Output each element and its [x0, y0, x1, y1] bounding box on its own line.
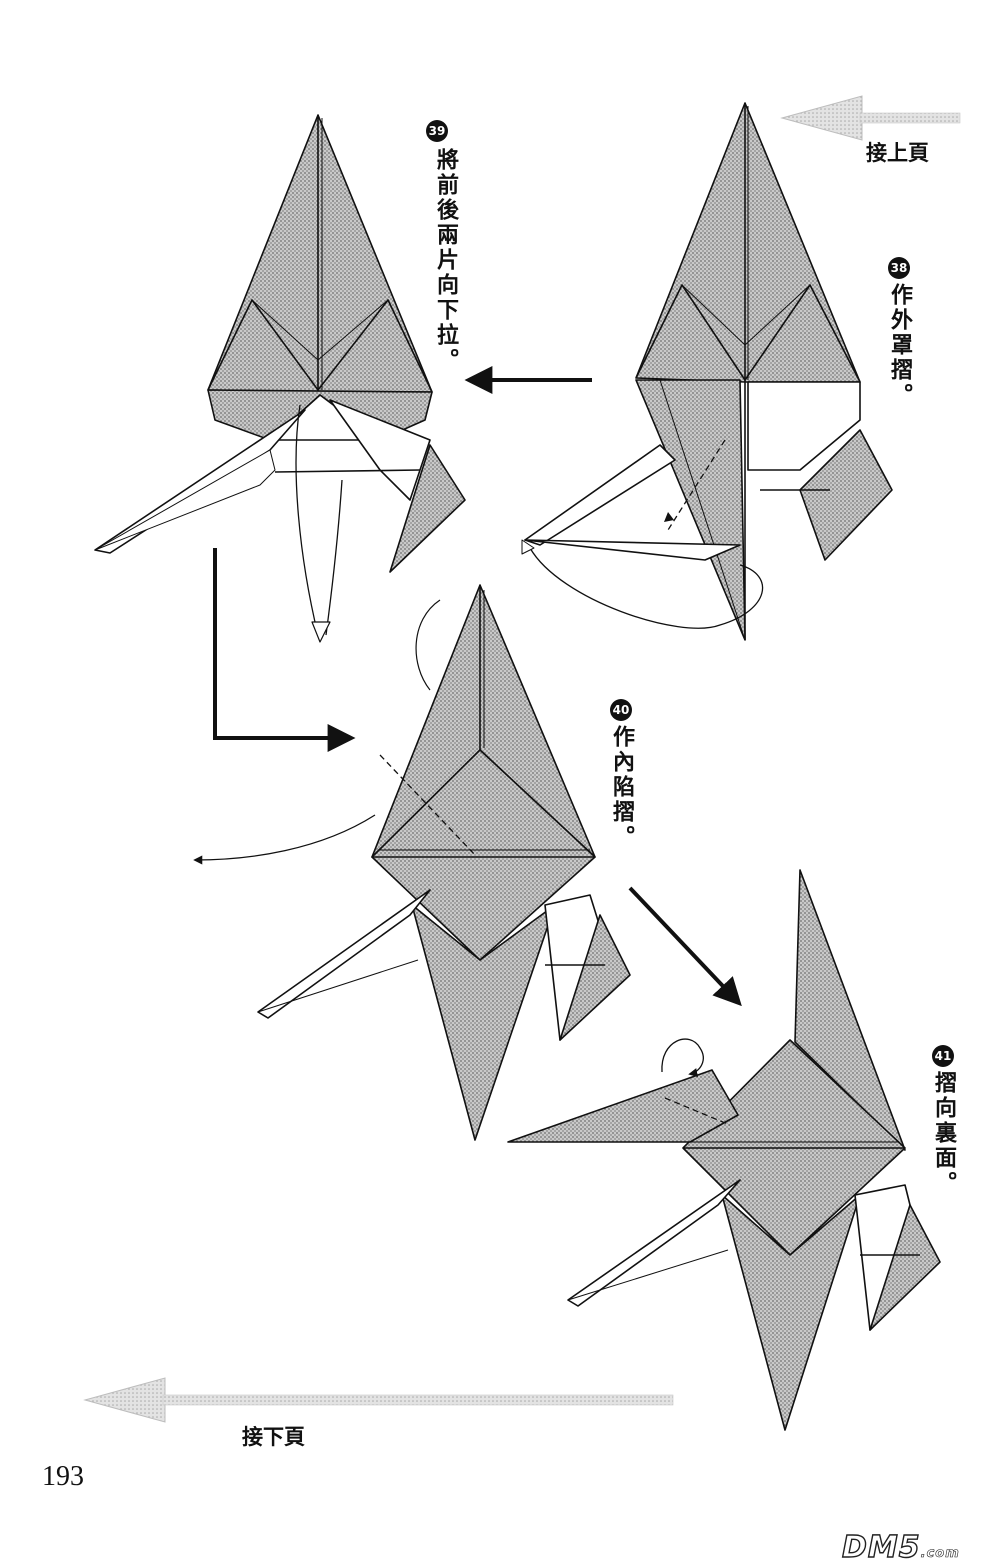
- step-41-number: 41: [932, 1045, 954, 1067]
- continue-to-next-label: 接下頁: [242, 1425, 305, 1449]
- step-40-number: 40: [610, 699, 632, 721]
- step-41-text: 摺向裏面。: [931, 1071, 956, 1196]
- step-39-label: 39 將前後兩片向下拉。: [396, 120, 458, 400]
- continue-from-prev-arrow: [780, 95, 961, 141]
- watermark-logo: DM5.com: [841, 1529, 960, 1565]
- step-41-figure: [507, 869, 941, 1431]
- step-38-text: 作外罩摺。: [887, 283, 912, 408]
- flow-arrow-39-40: [213, 548, 356, 752]
- step-41-label: 41 摺向裏面。: [931, 1043, 962, 1196]
- continue-to-next-arrow: [83, 1377, 674, 1423]
- continue-from-prev-label: 接上頁: [866, 141, 929, 165]
- step-39-number: 39: [426, 120, 448, 142]
- flow-arrow-40-41: [628, 886, 742, 1007]
- step-38-number: 38: [888, 257, 910, 279]
- page-number: 193: [42, 1461, 84, 1492]
- step-39-text: 將前後兩片向下拉。: [433, 148, 458, 373]
- step-38-figure: [521, 102, 893, 641]
- step-40-label: 40 作內陷摺。: [609, 697, 640, 850]
- step-39-figure: [94, 114, 466, 643]
- step-40-figure: [193, 584, 631, 1141]
- step-40-text: 作內陷摺。: [609, 725, 634, 850]
- step-38-label: 38 作外罩摺。: [887, 255, 918, 408]
